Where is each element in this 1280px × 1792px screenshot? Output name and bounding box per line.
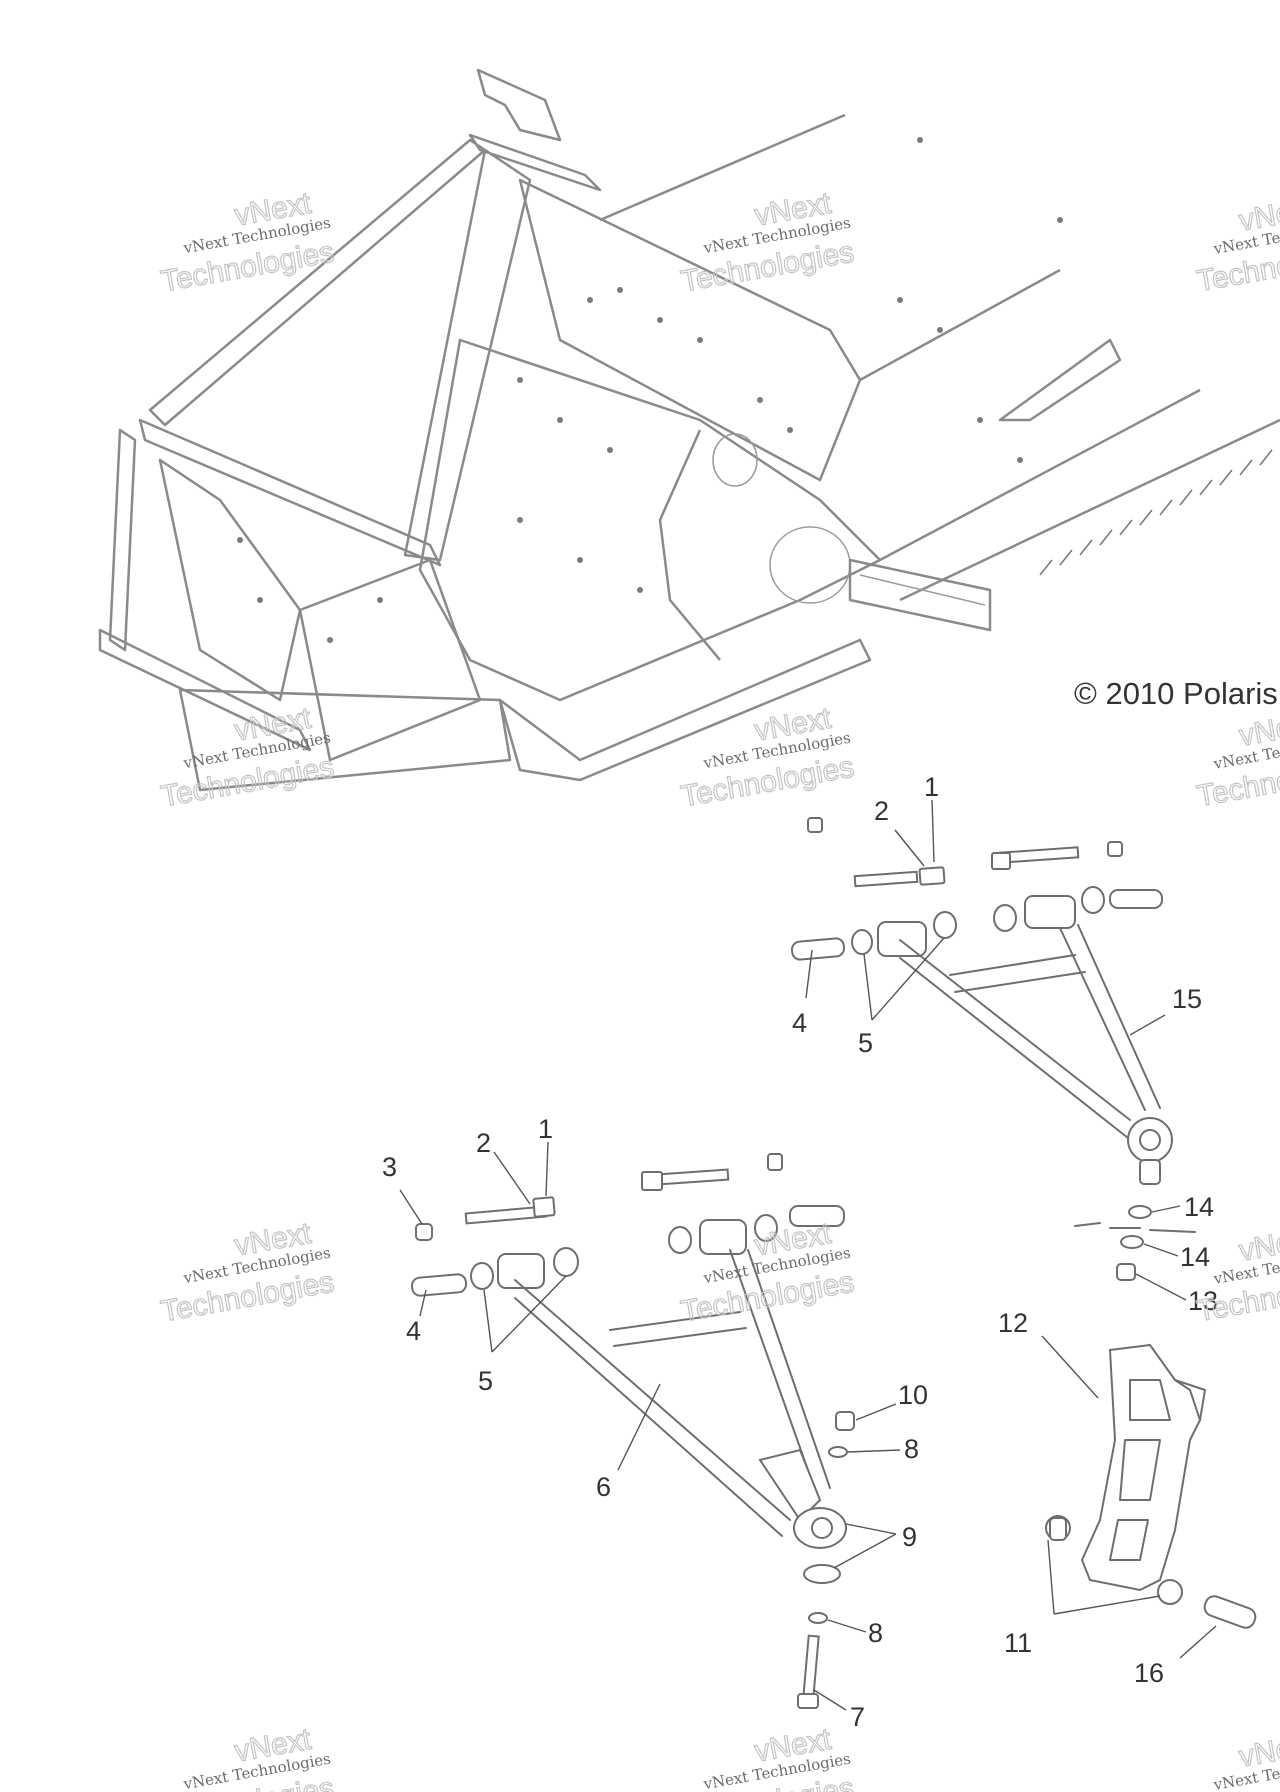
rivet-dots bbox=[237, 137, 1063, 643]
callout-upper-15: 15 bbox=[1172, 984, 1202, 1014]
callout-lower-7: 7 bbox=[850, 1702, 865, 1732]
leader-lines bbox=[399, 799, 1217, 1711]
watermark: vNext vNext Technologies Technologies bbox=[678, 1216, 857, 1329]
watermark: vNext vNext Technologies Technologies bbox=[678, 701, 857, 814]
callout-lower-6: 6 bbox=[596, 1472, 611, 1502]
spindle-assembly bbox=[1045, 1205, 1257, 1629]
watermark: vNext vNext Technologies Technologies bbox=[158, 186, 337, 299]
callout-lower-10: 10 bbox=[898, 1380, 928, 1410]
callout-spindle-12: 12 bbox=[998, 1308, 1028, 1338]
watermark: vNext vNext Technologies Technologies bbox=[158, 1722, 337, 1792]
callout-spindle-14b: 14 bbox=[1180, 1242, 1210, 1272]
watermark: vNext vNext Technologies Technologies bbox=[1194, 191, 1280, 298]
copyright-text: © 2010 Polaris bbox=[1074, 676, 1278, 711]
callout-spindle-14a: 14 bbox=[1184, 1192, 1214, 1222]
callout-lower-8a: 8 bbox=[904, 1434, 919, 1464]
track-spring bbox=[1039, 449, 1273, 576]
callout-upper-2: 2 bbox=[874, 796, 889, 826]
callout-numbers: 1 2 4 5 15 1 2 3 4 5 6 7 8 8 9 10 11 12 … bbox=[382, 772, 1218, 1732]
callout-lower-5: 5 bbox=[478, 1366, 493, 1396]
callout-spindle-16: 16 bbox=[1134, 1658, 1164, 1688]
callout-upper-1: 1 bbox=[924, 772, 939, 802]
callout-lower-3: 3 bbox=[382, 1152, 397, 1182]
watermark: vNext vNext Technologies Technologies bbox=[1194, 706, 1280, 813]
watermark: vNext vNext Technologies Technologies bbox=[1194, 1727, 1280, 1792]
watermark: vNext vNext Technologies Technologies bbox=[158, 701, 337, 814]
callout-upper-4: 4 bbox=[792, 1008, 807, 1038]
callout-lower-8b: 8 bbox=[868, 1618, 883, 1648]
watermark: vNext vNext Technologies Technologies bbox=[678, 1722, 857, 1792]
upper-a-arm-assembly bbox=[790, 817, 1173, 1185]
callout-lower-2: 2 bbox=[476, 1128, 491, 1158]
callout-lower-4: 4 bbox=[406, 1316, 421, 1346]
callout-lower-9: 9 bbox=[902, 1522, 917, 1552]
chassis-frame bbox=[98, 68, 1280, 792]
callout-spindle-13: 13 bbox=[1188, 1286, 1218, 1316]
callout-spindle-11: 11 bbox=[1004, 1628, 1032, 1658]
watermark: vNext vNext Technologies Technologies bbox=[678, 186, 857, 299]
watermark: vNext vNext Technologies Technologies bbox=[158, 1216, 337, 1329]
callout-upper-5: 5 bbox=[858, 1028, 873, 1058]
callout-lower-1: 1 bbox=[538, 1114, 553, 1144]
lower-a-arm-assembly bbox=[410, 1153, 855, 1709]
